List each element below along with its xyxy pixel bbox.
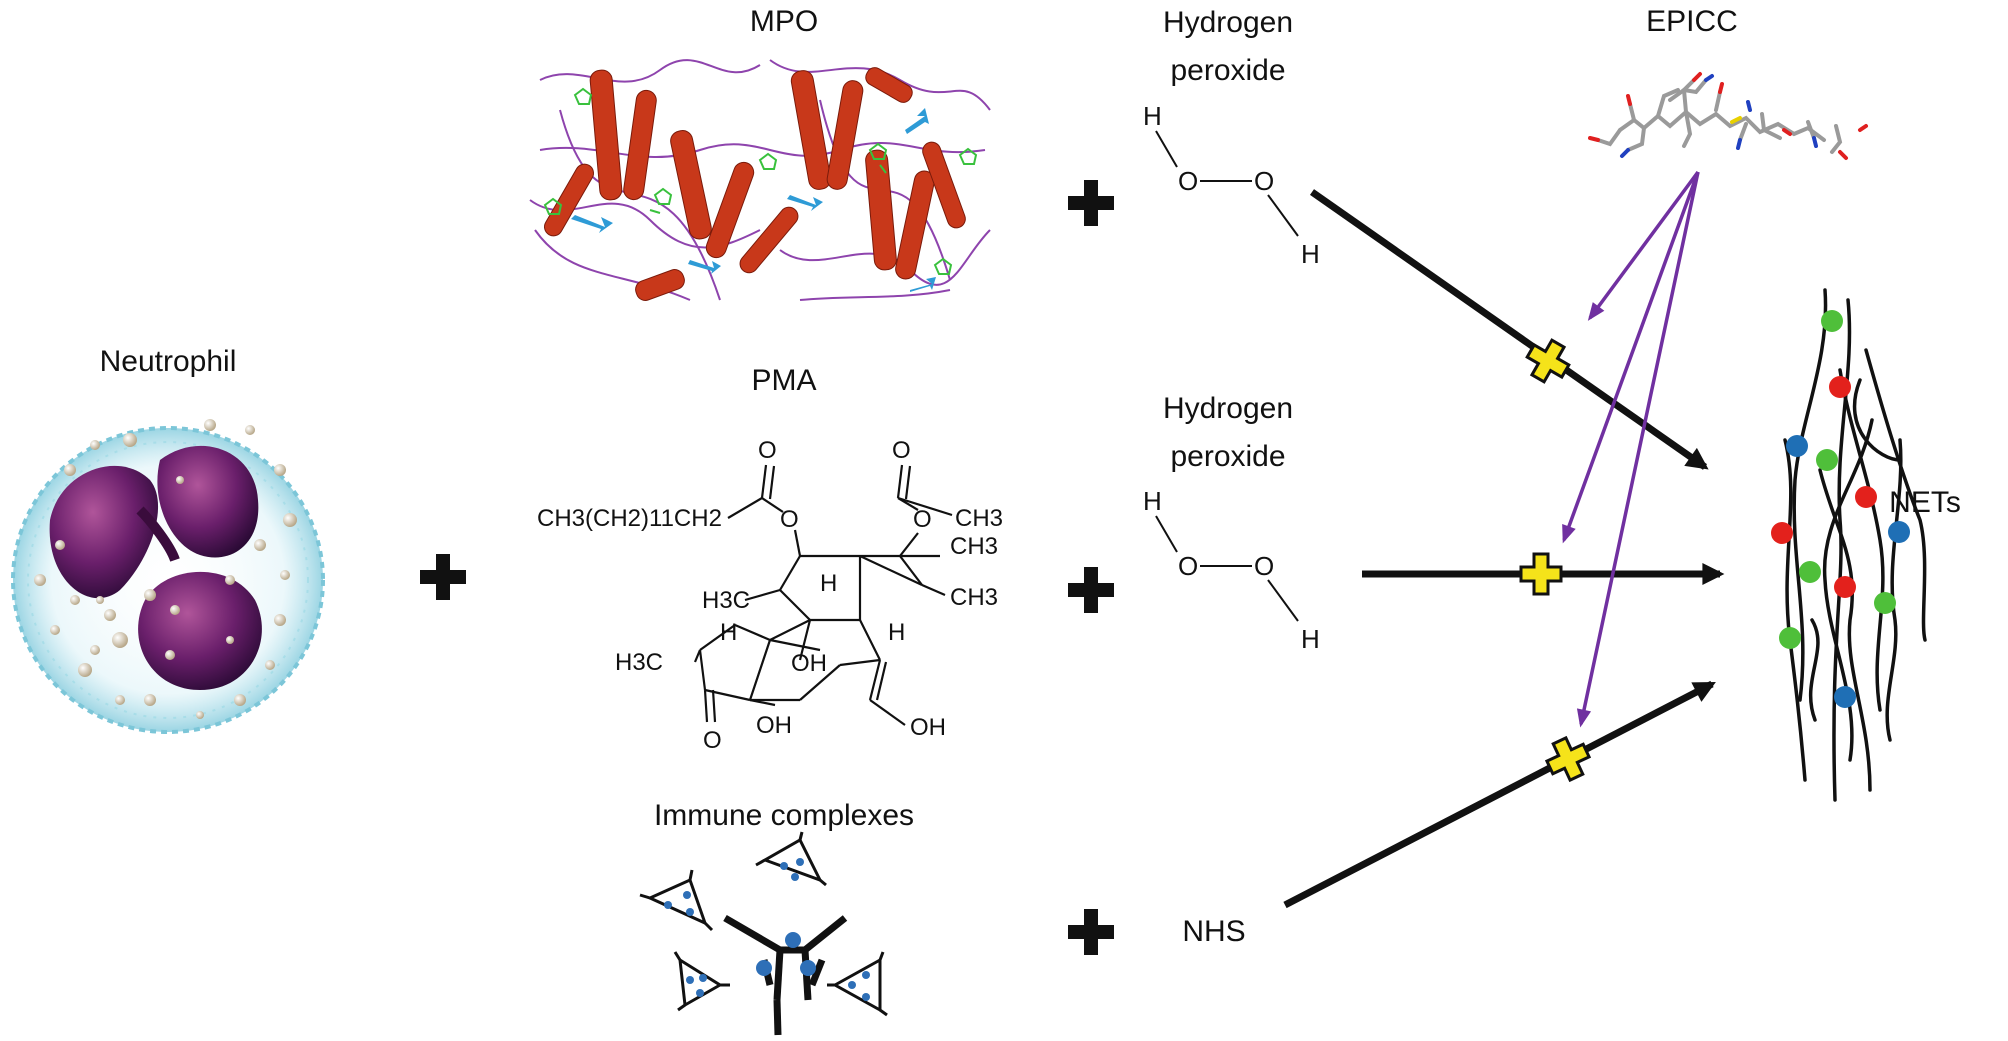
pma-label: PMA — [751, 364, 816, 397]
neutrophil-label: Neutrophil — [100, 345, 237, 378]
plus-sign-2 — [1068, 180, 1114, 226]
h2o2-mid-molecule: H O O H — [1143, 486, 1320, 654]
svg-text:O: O — [1254, 166, 1274, 196]
inhibition-marker-middle — [1519, 552, 1563, 596]
svg-text:O: O — [892, 437, 911, 464]
svg-text:H: H — [1143, 486, 1162, 516]
pathway-arrow-top — [1309, 189, 1709, 470]
net-proteins — [1771, 310, 1910, 708]
epicc-label: EPICC — [1646, 5, 1738, 38]
h2o2-top-molecule: H O O H — [1143, 101, 1320, 269]
neutrophil-image — [11, 419, 325, 734]
svg-text:O: O — [780, 506, 799, 533]
pathway-arrow-bottom — [1283, 680, 1716, 909]
svg-text:O: O — [1178, 166, 1198, 196]
svg-text:OH: OH — [791, 650, 827, 677]
svg-text:H3C: H3C — [615, 649, 663, 676]
h2o2-top-label-line2: peroxide — [1170, 54, 1285, 87]
h2o2-mid-label-line2: peroxide — [1170, 440, 1285, 473]
svg-text:H3C: H3C — [702, 587, 750, 614]
svg-text:O: O — [1254, 551, 1274, 581]
svg-text:OH: OH — [910, 714, 946, 741]
immune-complexes-label: Immune complexes — [654, 799, 914, 832]
mpo-protein-structure — [529, 59, 991, 301]
inhibition-marker-top — [1525, 338, 1571, 384]
svg-text:O: O — [913, 506, 932, 533]
granules — [34, 419, 297, 719]
inhibition-marker-bottom — [1544, 735, 1592, 783]
svg-text:O: O — [1178, 551, 1198, 581]
mpo-label: MPO — [750, 5, 818, 38]
svg-text:CH3(CH2)11CH2: CH3(CH2)11CH2 — [537, 505, 722, 532]
plus-sign-3 — [1068, 567, 1114, 613]
svg-text:CH3: CH3 — [950, 584, 998, 611]
svg-text:H: H — [1301, 624, 1320, 654]
svg-text:H: H — [820, 570, 837, 597]
epicc-peptide-structure — [1588, 72, 1868, 160]
nets-illustration — [1771, 288, 1927, 802]
nhs-label: NHS — [1182, 915, 1245, 948]
svg-text:CH3: CH3 — [950, 533, 998, 560]
svg-text:OH: OH — [756, 712, 792, 739]
epicc-inhibition-arrows — [1562, 170, 1700, 728]
svg-text:H: H — [720, 619, 737, 646]
nucleus-lobes — [49, 445, 262, 690]
immune-complexes-illustration — [639, 831, 888, 1036]
plus-sign-1 — [420, 554, 466, 600]
svg-text:CH3: CH3 — [955, 505, 1003, 532]
svg-text:H: H — [888, 619, 905, 646]
plus-sign-4 — [1068, 909, 1114, 955]
pma-chemical-structure: CH3(CH2)11CH2 CH3 H3C CH3 CH3 H3C H H H … — [537, 437, 1003, 754]
h2o2-mid-label-line1: Hydrogen — [1163, 392, 1293, 425]
svg-text:O: O — [703, 727, 722, 754]
svg-text:H: H — [1143, 101, 1162, 131]
svg-text:O: O — [758, 437, 777, 464]
h2o2-top-label-line1: Hydrogen — [1163, 6, 1293, 39]
svg-text:H: H — [1301, 239, 1320, 269]
